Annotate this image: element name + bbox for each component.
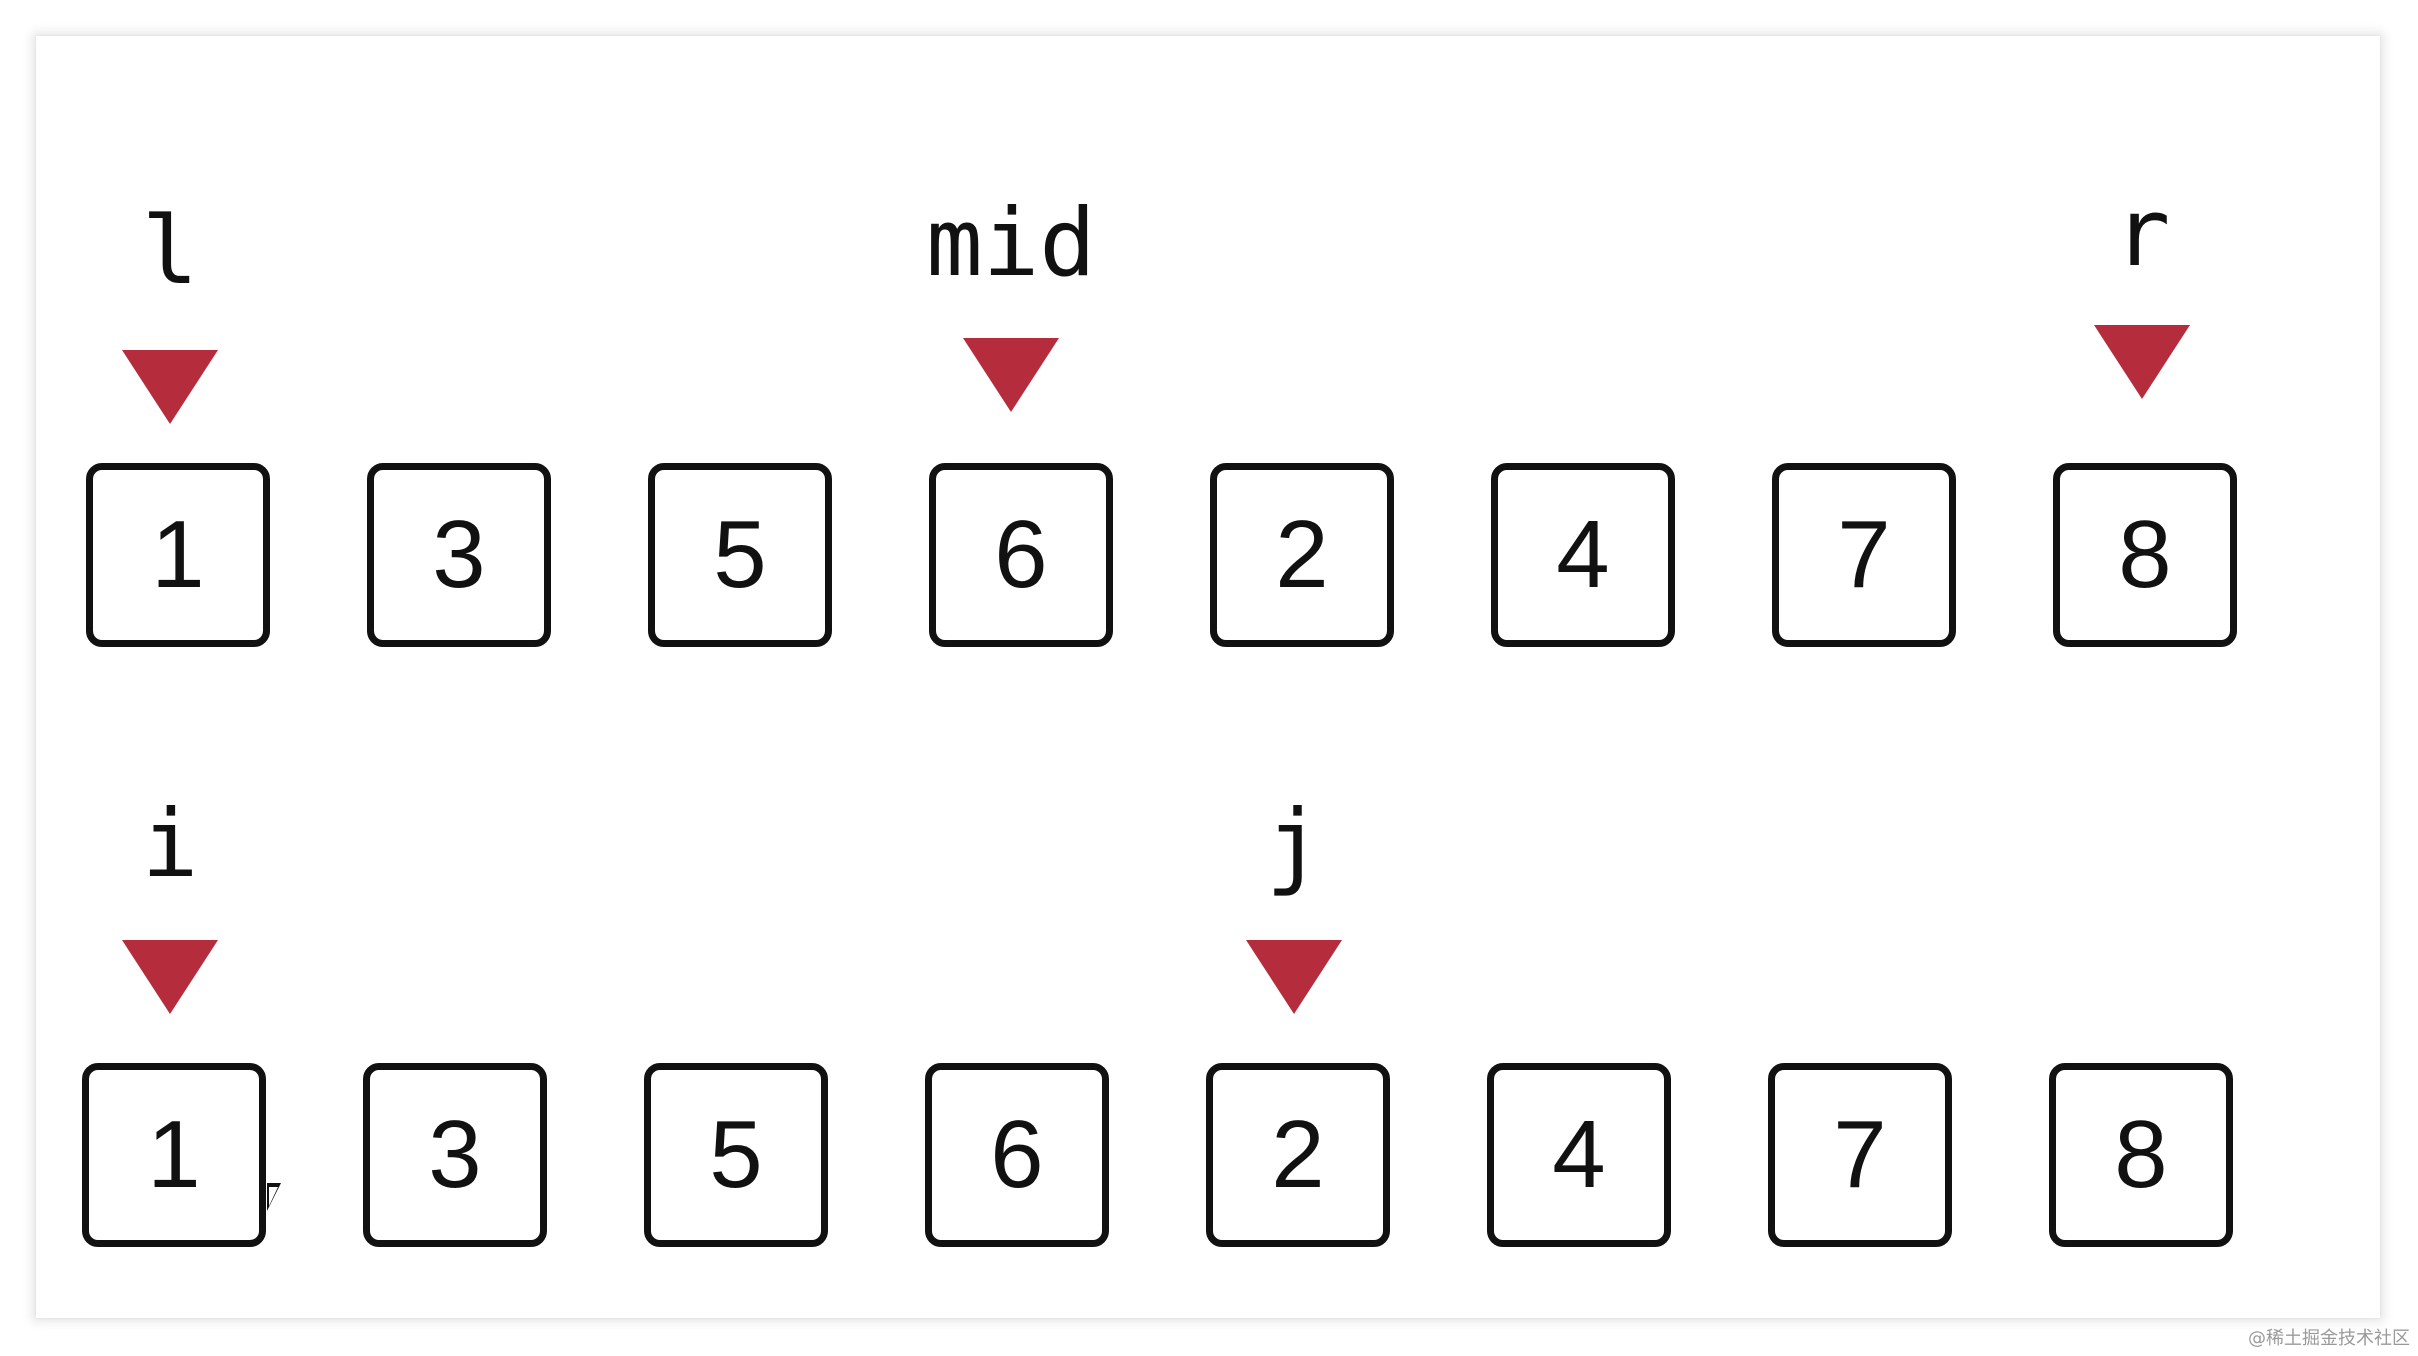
- top-array-cell-1: 3: [367, 463, 551, 647]
- bottom-array-cell-4: 2: [1206, 1063, 1390, 1247]
- top-array-cell-5: 4: [1491, 463, 1675, 647]
- bottom-array-cell-0: 1: [82, 1063, 266, 1247]
- bottom-array-cell-5: 4: [1487, 1063, 1671, 1247]
- top-array-cell-6: 7: [1772, 463, 1956, 647]
- bottom-array-cell-2: 5: [644, 1063, 828, 1247]
- pointer-label-j: j: [1265, 790, 1323, 899]
- pointer-arrow-l-icon: [122, 350, 218, 424]
- top-array-cell-3: 6: [929, 463, 1113, 647]
- bottom-array-cell-7: 8: [2049, 1063, 2233, 1247]
- pointer-arrow-r-icon: [2094, 325, 2190, 399]
- top-array-cell-0: 1: [86, 463, 270, 647]
- watermark: @稀土掘金技术社区: [2248, 1328, 2410, 1349]
- pointer-arrow-j-icon: [1246, 940, 1342, 1014]
- mouse-cursor-icon: [267, 1183, 281, 1211]
- pointer-label-i: i: [141, 790, 199, 899]
- pointer-label-l: l: [141, 197, 199, 306]
- pointer-label-r: r: [2113, 179, 2171, 288]
- bottom-array-cell-6: 7: [1768, 1063, 1952, 1247]
- top-array-cell-7: 8: [2053, 463, 2237, 647]
- top-array-cell-2: 5: [648, 463, 832, 647]
- top-array-cell-4: 2: [1210, 463, 1394, 647]
- pointer-label-mid: mid: [926, 189, 1096, 298]
- bottom-array-cell-3: 6: [925, 1063, 1109, 1247]
- bottom-array-cell-1: 3: [363, 1063, 547, 1247]
- pointer-arrow-i-icon: [122, 940, 218, 1014]
- pointer-arrow-mid-icon: [963, 338, 1059, 412]
